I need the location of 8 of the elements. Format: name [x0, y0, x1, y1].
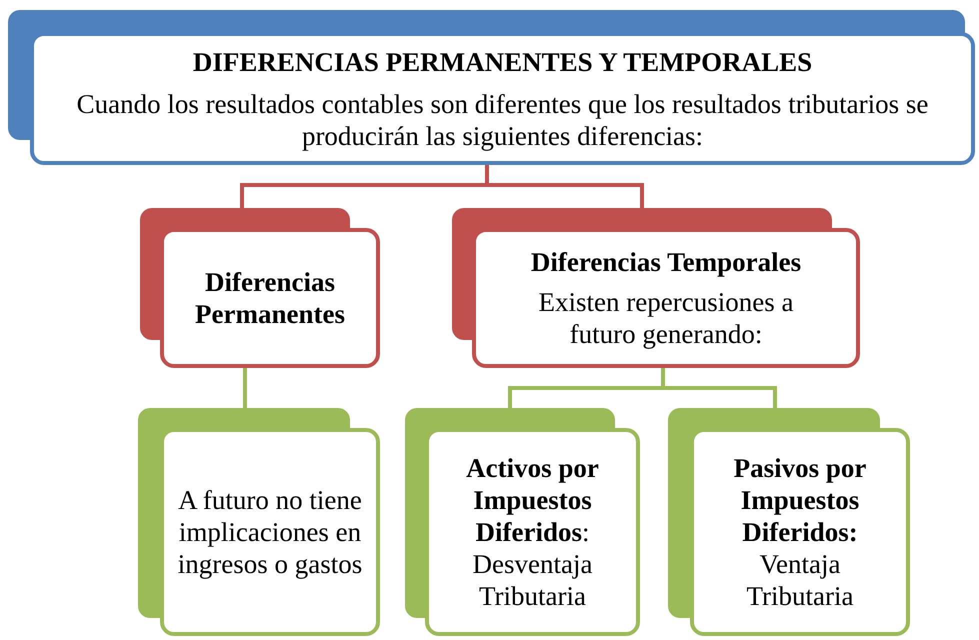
body-text: Diferencias Permanentes: [194, 266, 346, 330]
heading-text: DIFERENCIAS PERMANENTES Y TEMPORALES: [192, 46, 812, 78]
body-text: Existen repercusiones a futuro generando:: [538, 286, 794, 350]
body-text: A futuro no tiene implicaciones en ingresos o gastos: [178, 484, 362, 580]
body-text: Pasivos por Impuestos Diferidos: Ventaja Tributaria: [732, 452, 868, 612]
heading-text: Diferencias Temporales: [530, 246, 802, 278]
body-text: Activos por Impuestos Diferidos: Desventaja Tributaria: [465, 452, 600, 612]
body-text: Cuando los resultados contables son diferentes que los resultados tributarios se producirán las siguientes diferencias:: [76, 88, 930, 152]
